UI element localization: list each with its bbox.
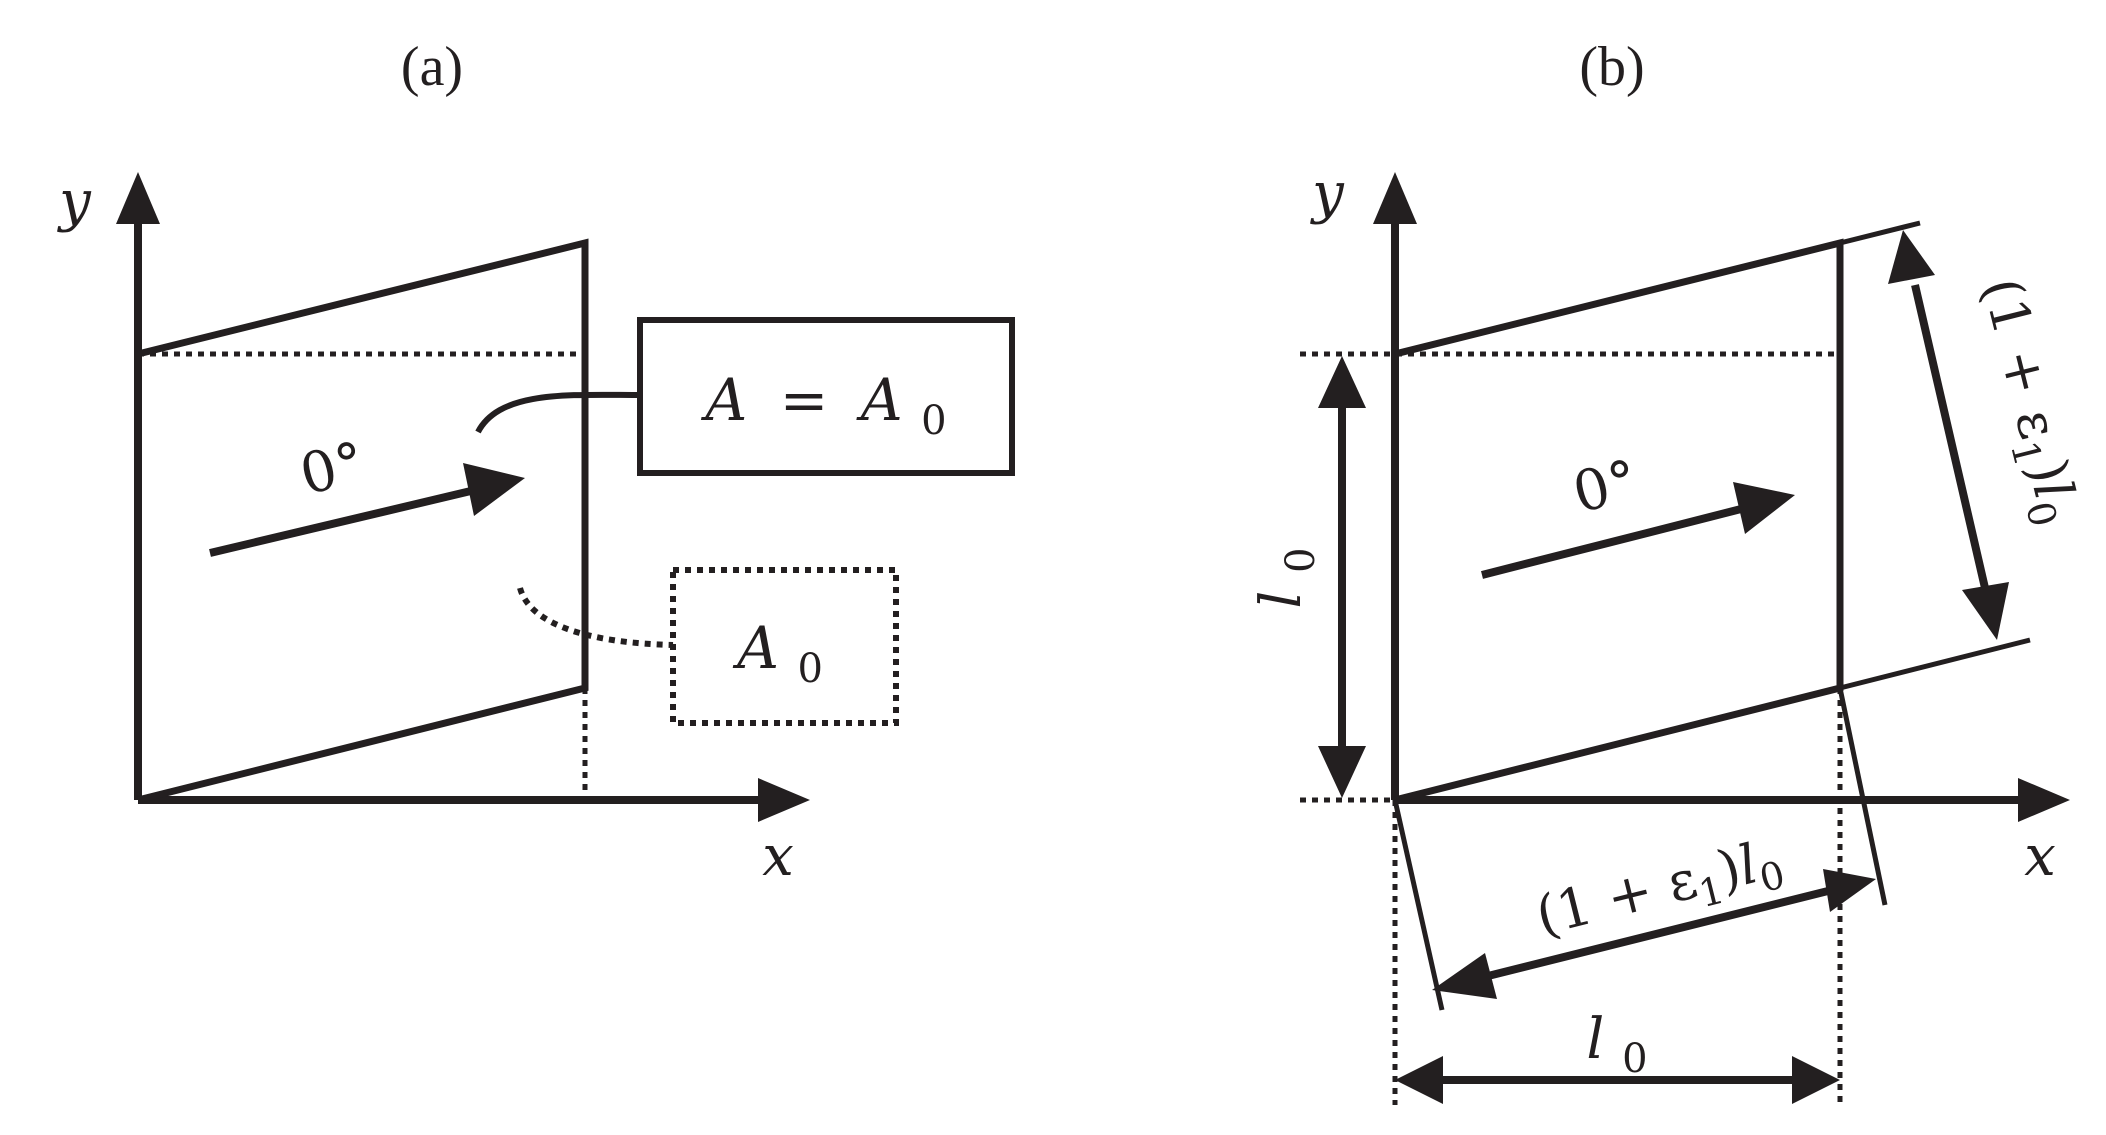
panel-a-fibre-arrow — [209, 486, 476, 557]
dotted-box-sub: 0 — [797, 646, 822, 692]
panel-a-solid-leader — [475, 391, 641, 434]
bottom-dim-sub: 0 — [1622, 1036, 1647, 1082]
height-dim-sub: 0 — [1278, 547, 1324, 572]
panel-a-y-axis-label: y — [56, 169, 92, 234]
panel-b-angle-label: 0° — [1567, 448, 1644, 526]
panel-b-height-dim-arrowhead-bottom — [1318, 746, 1366, 798]
panel-b-parallelogram — [1394, 238, 1844, 804]
panel-a-label: (a) — [401, 36, 463, 98]
panel-a-y-axis-arrowhead — [116, 172, 160, 224]
panel-b-y-axis-arrowhead — [1373, 172, 1417, 224]
solid-box-lhs: A — [700, 366, 747, 434]
strain2-open: (1 + ε — [1970, 272, 2071, 445]
solid-box-rhs: A — [856, 366, 903, 434]
panel-b-strain2-dim-arrowhead-top — [1888, 230, 1935, 284]
panel-b-bottom-dim-arrowhead-right — [1792, 1056, 1840, 1104]
solid-box-sub: 0 — [921, 398, 946, 444]
panel-b-strain1-dim-line — [1479, 887, 1829, 982]
panel-b-right-perp-line — [1837, 687, 1888, 906]
solid-box-eq: = — [780, 366, 829, 434]
panel-a-x-axis-label: x — [762, 824, 794, 889]
panel-b-strain2-dim-line — [1911, 284, 1989, 589]
panel-a-parallelogram — [137, 238, 589, 804]
dotted-box-var: A — [732, 614, 779, 682]
bottom-dim-var: l — [1586, 1007, 1604, 1072]
panel-a-dotted-leader — [517, 587, 674, 648]
panel-b-bottom-edge-extension — [1839, 637, 2031, 691]
panel-a-fibre-arrowhead — [463, 463, 525, 516]
panel-b: (b) y x 0° l 0 — [1249, 36, 2091, 1105]
panel-b-left-perp-line — [1392, 799, 1445, 1011]
panel-b-bottom-dim-label: l 0 — [1586, 1007, 1647, 1082]
panel-a-solid-box — [637, 317, 1015, 476]
panel-a-solid-box-text: A = A 0 — [700, 366, 946, 444]
panel-b-x-axis-arrowhead — [2018, 778, 2070, 822]
panel-b-label: (b) — [1579, 36, 1644, 98]
panel-a-x-axis-arrowhead — [758, 778, 810, 822]
panel-a: (a) y x 0° A = A 0 A 0 — [56, 36, 1015, 889]
panel-b-strain1-dim-arrowhead-right — [1823, 869, 1876, 912]
panel-b-strain2-dim-label: (1 + ε1)l0 — [1962, 272, 2091, 531]
panel-b-height-dim-label: l 0 — [1249, 547, 1324, 608]
panel-a-angle-label: 0° — [294, 430, 371, 508]
panel-b-bottom-dim-arrowhead-left — [1395, 1056, 1443, 1104]
panel-a-dotted-box — [670, 567, 899, 726]
panel-b-strain2-dim-arrowhead-bottom — [1962, 582, 2009, 640]
panel-b-fibre-arrowhead — [1733, 482, 1795, 534]
panel-b-fibre-arrow — [1481, 504, 1746, 579]
panel-b-x-axis-label: x — [2024, 824, 2056, 889]
panel-b-top-edge-extension — [1839, 220, 1921, 246]
panel-b-y-axis-label: y — [1309, 161, 1345, 226]
panel-a-dotted-box-text: A 0 — [732, 614, 823, 692]
panel-b-strain1-dim-arrowhead-left — [1432, 953, 1497, 999]
panel-b-height-dim-arrowhead-top — [1318, 356, 1366, 408]
height-dim-var: l — [1249, 591, 1314, 609]
